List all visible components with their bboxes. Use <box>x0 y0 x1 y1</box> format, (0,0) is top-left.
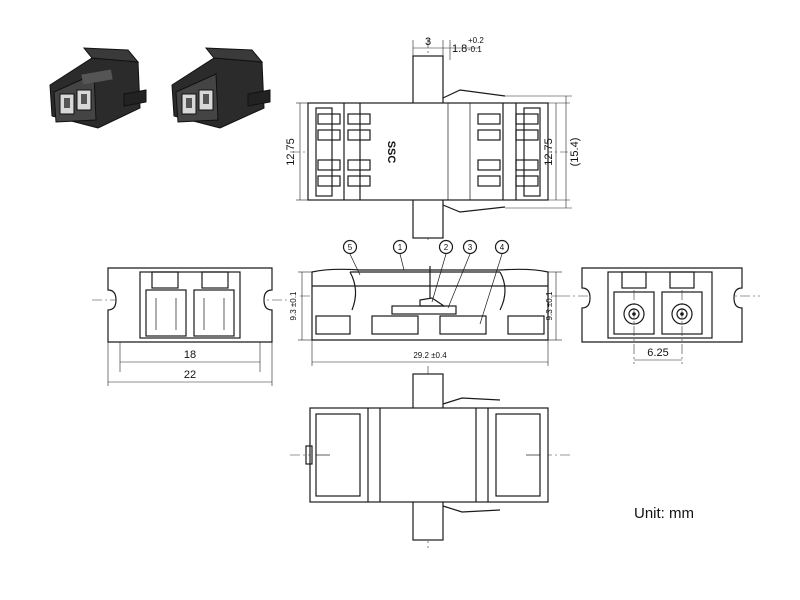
callout-4: 3 4 <box>479 239 510 325</box>
callout-5: 5 <box>342 239 361 276</box>
top-view: SSC 3 1.8 +0.2 -0.1 12.75 12.75 (15.4) <box>285 36 581 240</box>
unit-label: Unit: mm <box>634 505 694 522</box>
logo-text: SSC <box>385 141 397 164</box>
left-end-view: 18 22 <box>92 267 288 386</box>
dim-outer-width: 22 <box>184 369 196 381</box>
dim-inner-width: 18 <box>184 349 196 361</box>
dim-side-height-left: 9.3 ±0.1 <box>289 291 298 320</box>
dim-top-tolerance: 1.8 <box>452 43 467 55</box>
dim-top-tol-plus: +0.2 <box>468 36 484 45</box>
svg-text:3: 3 <box>468 243 473 252</box>
callout-3: 3 <box>447 239 478 309</box>
dim-pitch: 6.25 <box>647 347 668 359</box>
dim-top-width: 3 <box>425 36 431 48</box>
bottom-view <box>290 366 570 548</box>
dim-overall-height: (15.4) <box>569 138 581 167</box>
dim-right-height: 12.75 <box>543 138 555 166</box>
svg-text:4: 4 <box>500 243 505 252</box>
dim-side-height-right: 9.3 ±0.1 <box>545 291 554 320</box>
svg-text:1: 1 <box>398 243 403 252</box>
dim-side-length: 29.2 ±0.4 <box>413 351 447 360</box>
product-photo-right <box>171 47 271 129</box>
callout-2: 2 <box>431 239 454 303</box>
dim-left-height: 12.75 <box>285 138 297 166</box>
dim-top-tol-minus: -0.1 <box>468 45 482 54</box>
right-end-view: 6.25 <box>560 267 760 364</box>
svg-text:5: 5 <box>348 243 353 252</box>
side-section-view: 5 1 2 3 3 4 9.3 ±0.1 <box>289 239 562 366</box>
callout-1: 1 <box>392 239 408 271</box>
svg-text:2: 2 <box>444 243 449 252</box>
product-photo-left <box>49 47 147 129</box>
